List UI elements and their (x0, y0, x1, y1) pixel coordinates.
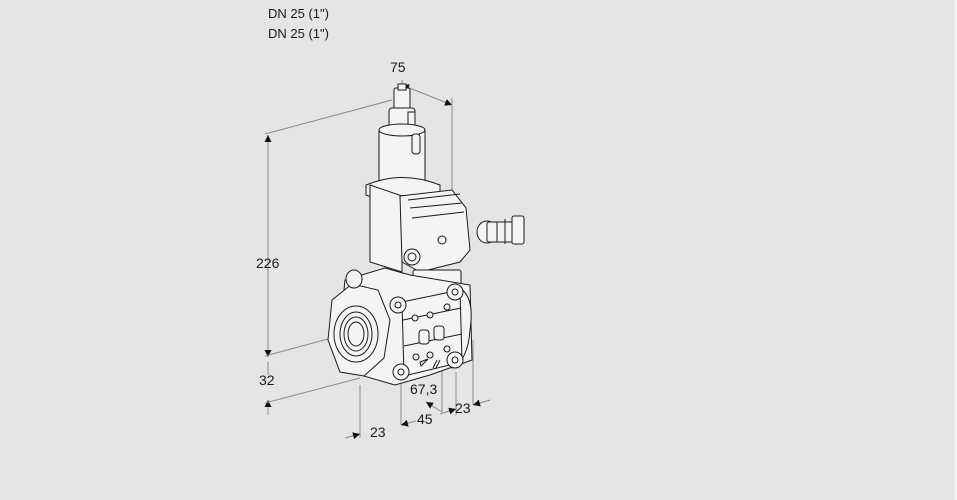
right-edge-strip (955, 0, 957, 500)
dimension-height-total: 226 (256, 255, 280, 271)
dimension-height-lower: 32 (259, 372, 275, 388)
cable-gland (476, 215, 525, 245)
dimension-depth-left: 23 (370, 424, 386, 440)
dimension-depth-mid: 45 (417, 411, 433, 427)
header: DN 25 (1") DN 25 (1") (268, 4, 329, 44)
nominal-size-line-1: DN 25 (1") (268, 6, 329, 21)
nominal-size-line-2: DN 25 (1") (268, 26, 329, 41)
dimension-depth-offset: 67,3 (410, 381, 438, 397)
dimension-width-top: 75 (390, 59, 406, 75)
dimension-depth-right: 23 (455, 400, 471, 416)
valve-body (327, 83, 525, 386)
